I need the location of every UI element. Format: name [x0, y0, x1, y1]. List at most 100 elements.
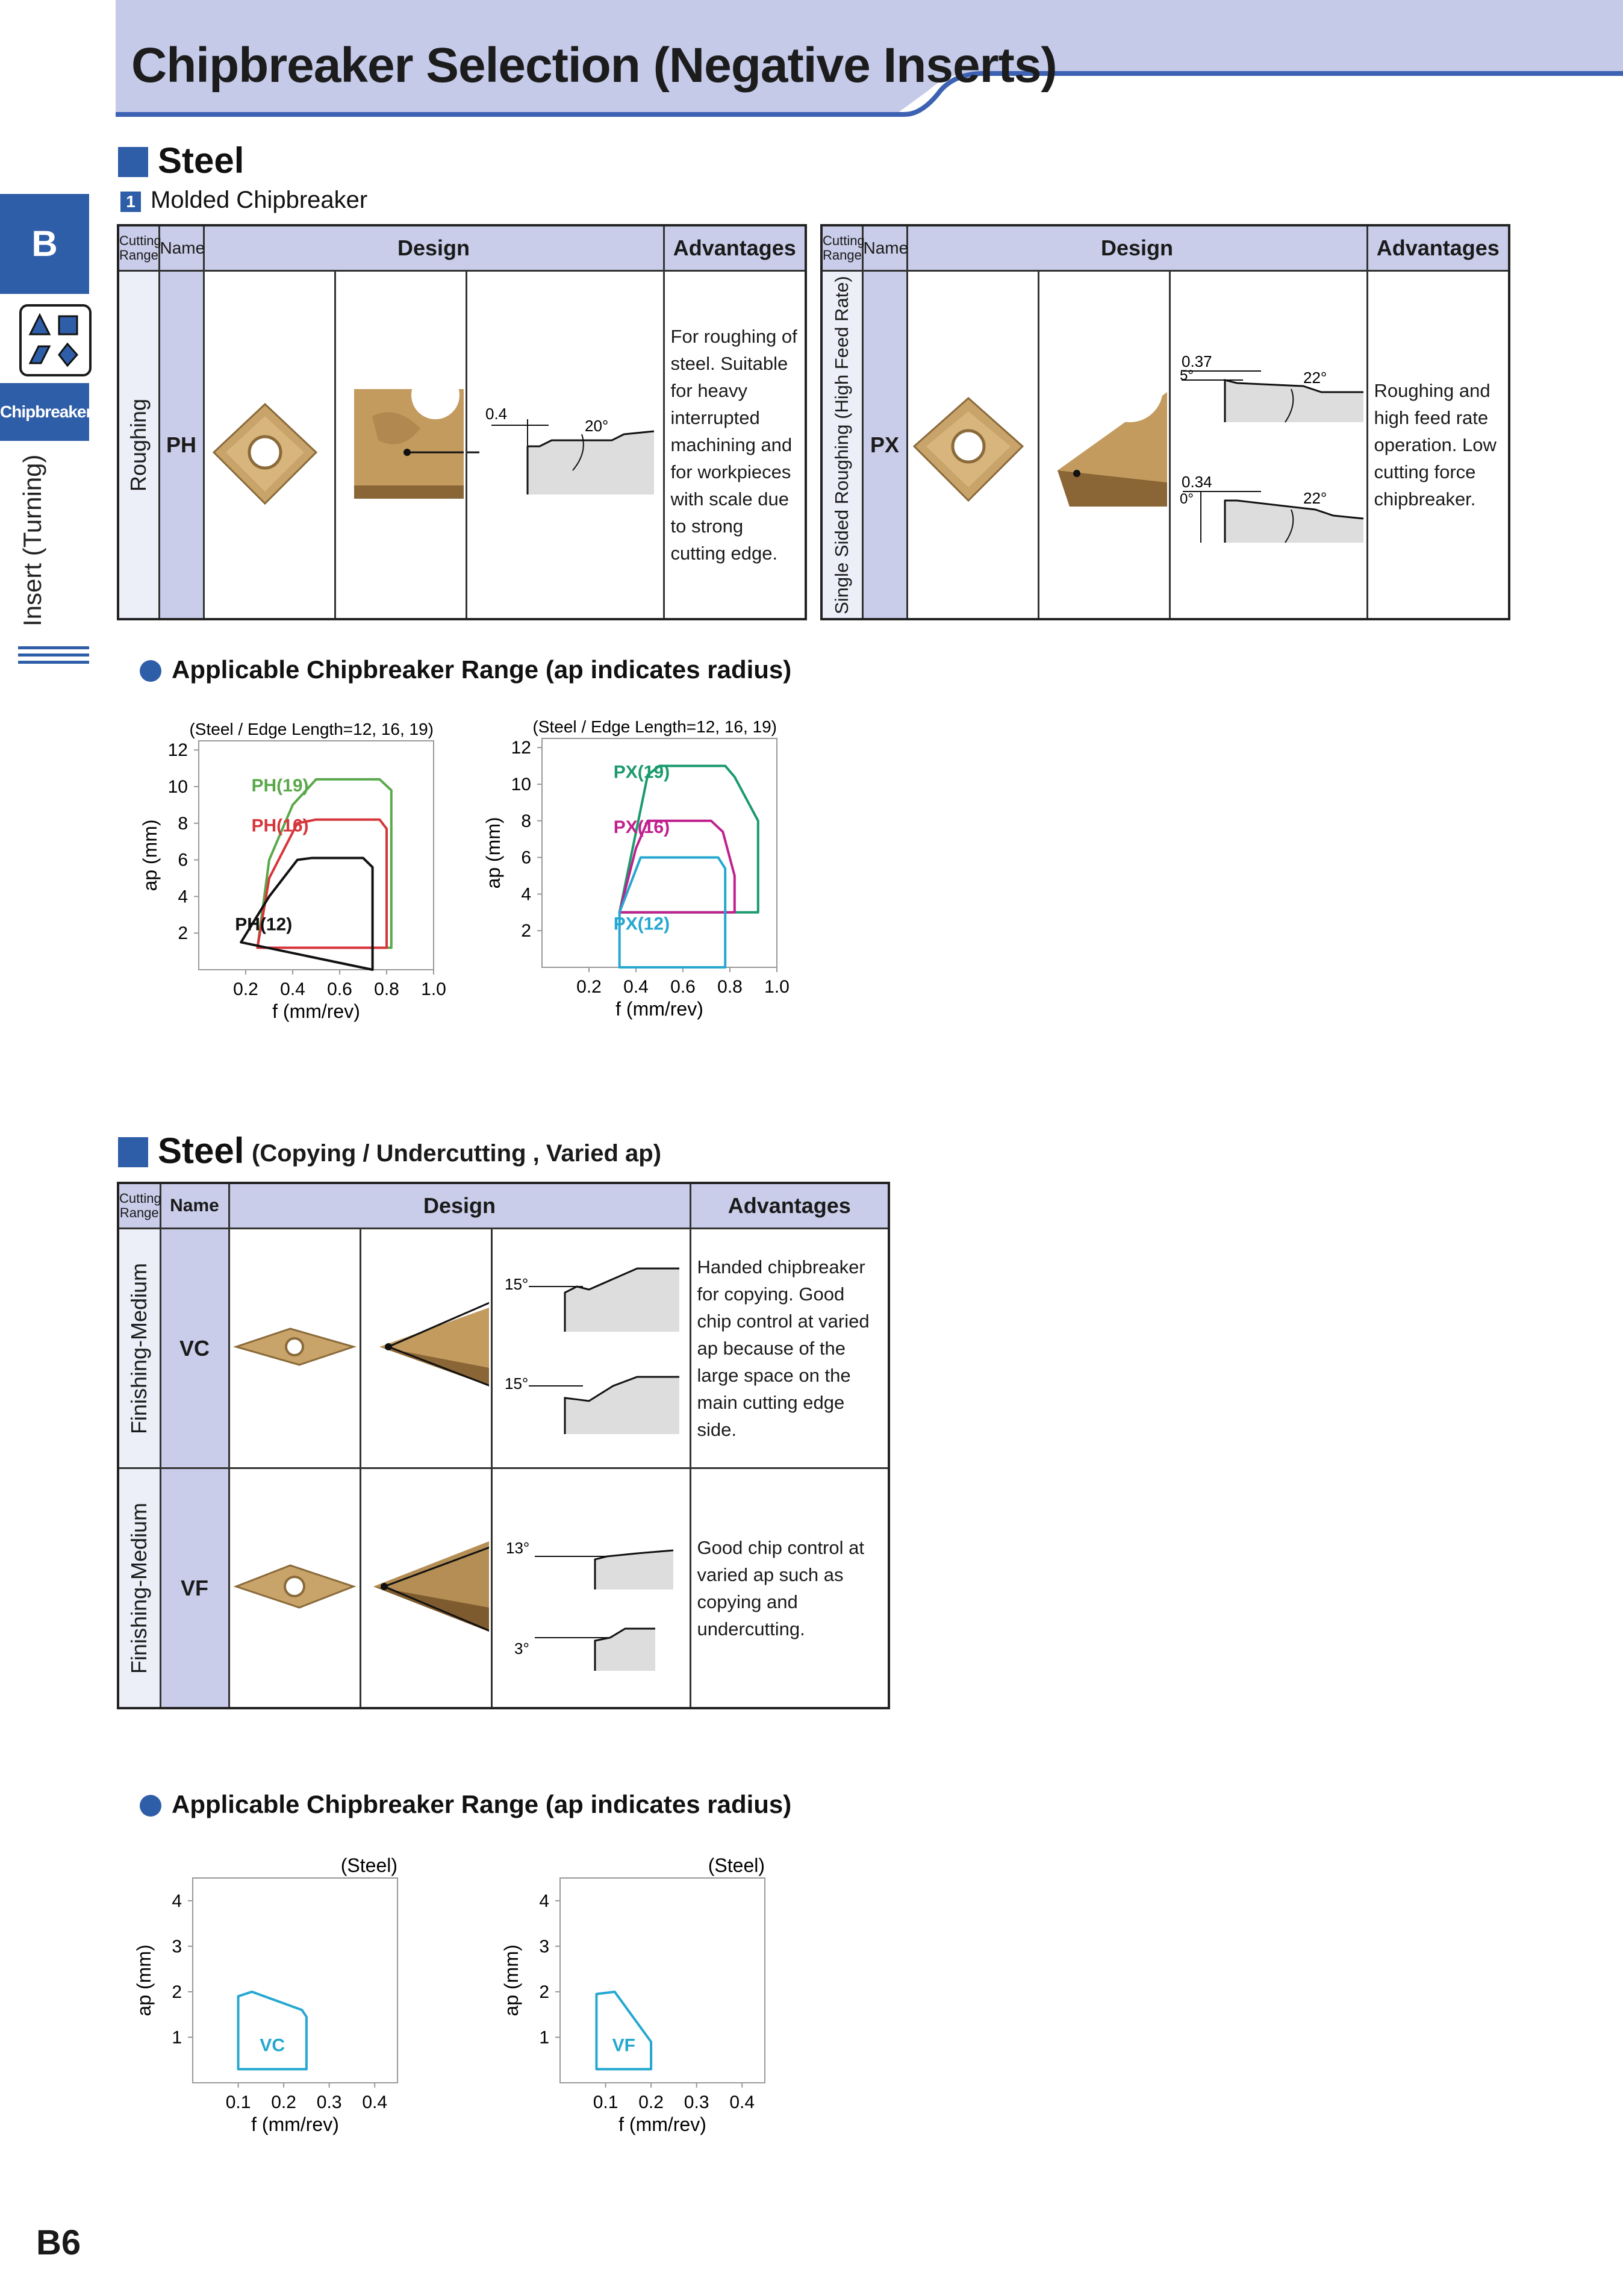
y-tick-label: 6 [178, 850, 188, 870]
x-tick-label: 0.1 [593, 2092, 618, 2112]
sub-title: Molded Chipbreaker [151, 187, 368, 213]
y-tick-label: 2 [178, 923, 188, 943]
y-tick-label: 4 [521, 884, 531, 904]
chart-title: (Steel / Edge Length=12, 16, 19) [532, 717, 777, 736]
x-axis-label: f (mm/rev) [272, 1000, 360, 1022]
y-tick-label: 4 [178, 887, 188, 906]
x-axis-label: f (mm/rev) [251, 2114, 339, 2135]
series-label: VC [260, 2035, 285, 2055]
cutting-range-cell: Single Sided Roughing (High Feed Rate) [820, 270, 864, 620]
series-label: PX(19) [614, 763, 670, 782]
chipbreaker-profile-cell: 0.4 20° [465, 270, 665, 620]
dim-angle-bottom: 3° [514, 1639, 529, 1658]
insert-closeup [359, 1228, 506, 1469]
header-design: Design [906, 224, 1368, 272]
y-tick-label: 8 [178, 814, 188, 834]
series-label: PH(16) [252, 816, 309, 836]
y-tick-label: 10 [168, 777, 188, 797]
y-axis-label: ap (mm) [500, 1944, 522, 2016]
y-axis-label: ap (mm) [133, 1944, 155, 2016]
side-divider [18, 661, 89, 664]
x-tick-label: 0.4 [729, 2092, 755, 2112]
chipbreaker-profile-cell: 15° 15° [490, 1228, 691, 1469]
chipbreaker-profile-diagram: 0.4 20° [467, 405, 654, 494]
dim-angle-top: 15° [505, 1275, 528, 1293]
x-tick-label: 0.4 [623, 977, 649, 997]
y-tick-label: 4 [172, 1891, 182, 1911]
chipbreaker-name: PH [158, 270, 205, 620]
header-advantages: Advantages [689, 1182, 890, 1229]
insert-closeup [334, 270, 467, 620]
x-tick-label: 0.3 [684, 2092, 709, 2112]
insert-closeup-image [354, 371, 464, 499]
series-region [256, 778, 393, 949]
chipbreaker-name: VF [159, 1467, 230, 1709]
section-marker [118, 147, 148, 177]
insert-photo [906, 270, 1039, 620]
section-tab[interactable]: B [0, 194, 89, 294]
x-tick-label: 1.0 [421, 979, 446, 999]
dim-land-width-bottom: 0.34 [1182, 473, 1212, 491]
page-number: B6 [36, 2223, 81, 2262]
header-advantages: Advantages [662, 224, 807, 272]
chipbreaker-name: PX [861, 270, 908, 620]
advantages-text: Good chip control at varied ap such as c… [689, 1467, 890, 1709]
chipbreaker-profile-diagram: 13° 3° [506, 1539, 673, 1671]
insert-rhombic-image [232, 1327, 357, 1366]
insert-square-image [212, 402, 317, 505]
chipbreaker-profile-diagram: 0.37 5° 22° 0.34 0° 22° [1180, 352, 1363, 543]
plot-frame [559, 1877, 765, 2083]
bullet [140, 1795, 161, 1817]
chart-title: (Steel) [341, 1855, 397, 1876]
plot-frame [198, 740, 434, 970]
insert-rhombic-image [233, 1564, 356, 1609]
series-label: VF [612, 2035, 635, 2055]
y-tick-label: 1 [539, 2027, 549, 2047]
x-tick-label: 0.4 [362, 2092, 387, 2112]
y-tick-label: 3 [172, 1936, 182, 1956]
header-name: Name [861, 224, 908, 272]
x-tick-label: 0.2 [638, 2092, 664, 2112]
cutting-range-label: Single Sided Roughing (High Feed Rate) [831, 275, 853, 614]
y-axis-label: ap (mm) [139, 819, 161, 891]
advantages-text: For roughing of steel. Suitable for heav… [662, 270, 807, 620]
x-tick-label: 0.4 [280, 979, 305, 999]
header-advantages: Advantages [1366, 224, 1510, 272]
series-region [595, 1990, 653, 2071]
sub-number: 1 [120, 192, 141, 212]
dim-angle-top: 13° [506, 1539, 529, 1557]
insert-photo [202, 270, 336, 620]
insert-closeup-image [373, 1540, 506, 1639]
dim-angle-bottom-right: 22° [1303, 489, 1327, 507]
series-label: PH(19) [252, 776, 309, 796]
range-heading: Applicable Chipbreaker Range (ap indicat… [172, 1790, 792, 1818]
dim-rake-angle: 20° [585, 417, 608, 435]
cutting-range-label: Finishing-Medium [126, 1262, 152, 1434]
insert-shapes-icon [19, 304, 92, 376]
y-tick-label: 8 [521, 811, 531, 831]
page-title: Chipbreaker Selection (Negative Inserts) [131, 38, 1058, 93]
x-tick-label: 0.2 [271, 2092, 296, 2112]
y-tick-label: 10 [511, 775, 531, 794]
insert-photo [228, 1228, 361, 1469]
header-name: Name [159, 1182, 230, 1229]
dim-angle-bottom: 15° [505, 1374, 528, 1393]
side-vertical-label: Insert (Turning) [18, 454, 46, 626]
tab-chipbreakers[interactable]: Chipbreakers [0, 383, 101, 441]
x-tick-label: 1.0 [764, 977, 789, 997]
x-tick-label: 0.1 [226, 2092, 251, 2112]
insert-closeup-image [1057, 356, 1167, 507]
x-tick-label: 0.2 [576, 977, 602, 997]
insert-square-image [912, 396, 1024, 502]
header-design: Design [202, 224, 665, 272]
series-region [618, 819, 736, 914]
series-label: PH(12) [235, 915, 292, 935]
header-design: Design [228, 1182, 691, 1229]
y-tick-label: 6 [521, 848, 531, 868]
section-title-suffix: (Copying / Undercutting , Varied ap) [252, 1140, 662, 1167]
advantages-text: Handed chipbreaker for copying. Good chi… [689, 1228, 890, 1469]
